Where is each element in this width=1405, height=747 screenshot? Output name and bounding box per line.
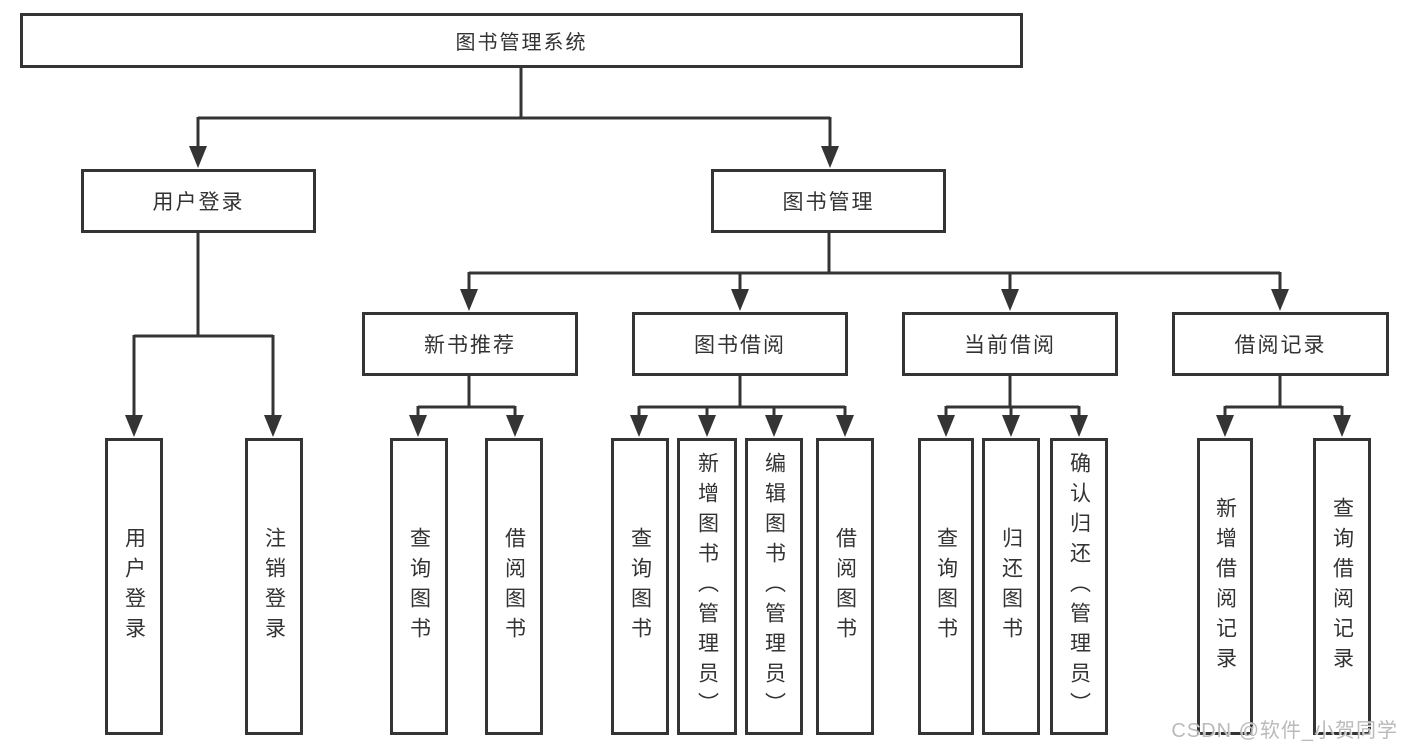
node-library-management-system: 图书管理系统 xyxy=(20,13,1023,68)
node-label: 新增借阅记录 xyxy=(1213,496,1237,677)
node-label: 归还图书 xyxy=(999,526,1023,647)
node-new-book-recommend: 新书推荐 xyxy=(362,312,578,376)
leaf-query-books-current: 查询图书 xyxy=(918,438,974,735)
node-label: 图书管理 xyxy=(782,191,875,214)
node-label: 借阅图书 xyxy=(833,526,857,647)
leaf-logout: 注销登录 xyxy=(245,438,303,735)
node-user-login: 用户登录 xyxy=(81,169,316,233)
leaf-confirm-return-admin: 确认归还（管理员） xyxy=(1050,438,1108,735)
connector-arrowheads xyxy=(125,146,1351,437)
node-label: 查询图书 xyxy=(407,526,431,647)
watermark-text: CSDN @软件_小贺同学 xyxy=(1171,720,1398,742)
node-label: 编辑图书（管理员） xyxy=(762,451,786,722)
node-label: 注销登录 xyxy=(262,526,286,647)
leaf-edit-book-admin: 编辑图书（管理员） xyxy=(745,438,803,735)
node-label: 用户登录 xyxy=(152,191,245,214)
leaf-return-book: 归还图书 xyxy=(982,438,1040,735)
leaf-query-books-borrow: 查询图书 xyxy=(611,438,669,735)
node-label: 确认归还（管理员） xyxy=(1067,451,1091,722)
leaf-borrow-books: 借阅图书 xyxy=(816,438,874,735)
connector-strokes xyxy=(132,68,1344,420)
node-label: 查询图书 xyxy=(628,526,652,647)
leaf-query-books-recommend: 查询图书 xyxy=(390,438,448,735)
leaf-query-borrow-record: 查询借阅记录 xyxy=(1313,438,1371,735)
node-book-management: 图书管理 xyxy=(711,169,946,233)
node-label: 用户登录 xyxy=(122,526,146,647)
node-label: 新增图书（管理员） xyxy=(695,451,719,722)
node-label: 图书借阅 xyxy=(694,334,786,357)
node-label: 当前借阅 xyxy=(964,334,1056,357)
node-borrow-records: 借阅记录 xyxy=(1172,312,1389,376)
node-label: 新书推荐 xyxy=(424,334,516,357)
node-label: 查询图书 xyxy=(934,526,958,647)
leaf-add-borrow-record: 新增借阅记录 xyxy=(1197,438,1253,735)
node-book-borrow: 图书借阅 xyxy=(632,312,848,376)
node-label: 查询借阅记录 xyxy=(1330,496,1354,677)
node-label: 借阅记录 xyxy=(1234,334,1327,357)
leaf-user-login: 用户登录 xyxy=(105,438,163,735)
leaf-borrow-books-recommend: 借阅图书 xyxy=(485,438,543,735)
node-current-borrow: 当前借阅 xyxy=(902,312,1118,376)
node-label: 借阅图书 xyxy=(502,526,526,647)
node-label: 图书管理系统 xyxy=(455,32,588,54)
leaf-add-book-admin: 新增图书（管理员） xyxy=(677,438,737,735)
